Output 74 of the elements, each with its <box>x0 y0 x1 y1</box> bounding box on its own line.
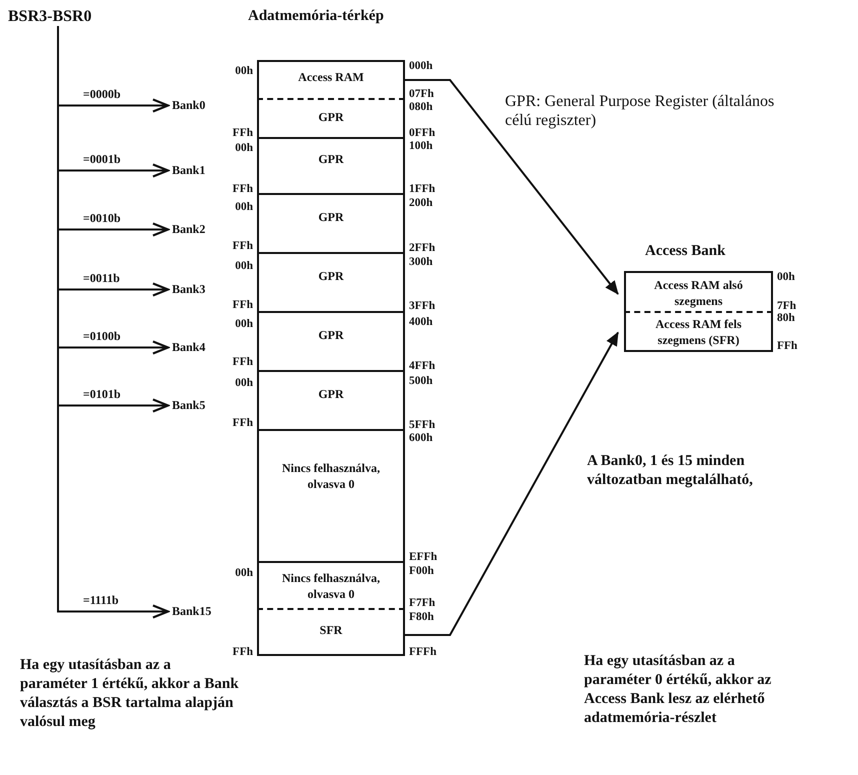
address-label: 600h <box>409 432 433 444</box>
arrow <box>57 26 170 619</box>
bank-label: Bank4 <box>172 340 206 355</box>
address-label: FFh <box>232 417 253 429</box>
edge-label: =0011b <box>82 270 121 286</box>
address-label: 400h <box>409 316 433 328</box>
address-label: FFh <box>777 340 798 352</box>
address-label: F80h <box>409 611 434 623</box>
arrow <box>405 332 619 636</box>
bank-label: Bank2 <box>172 222 206 237</box>
address-label: 080h <box>409 101 433 113</box>
address-label: 000h <box>409 60 433 72</box>
memory-segment: GPR <box>257 100 405 139</box>
box-heading: Access Bank <box>645 243 726 260</box>
bank-label: Bank3 <box>172 282 206 297</box>
address-label: FFh <box>232 299 253 311</box>
bank-label: Bank15 <box>172 604 212 619</box>
address-label: 100h <box>409 140 433 152</box>
address-label: FFh <box>232 646 253 658</box>
memory-segment: Nincs felhasználva, olvasva 0 <box>257 563 405 610</box>
note-text: A Bank0, 1 és 15 minden változatban megtalálható, <box>587 452 754 490</box>
memory-segment: GPR <box>257 313 405 372</box>
bus-label: BSR3-BSR0 <box>8 8 92 26</box>
bank-label: Bank1 <box>172 163 206 178</box>
note-text: GPR: General Purpose Register (általános célú regiszter) <box>505 92 775 130</box>
address-label: 80h <box>777 312 795 324</box>
edge-label: =0010b <box>82 210 122 226</box>
edge-label: =0100b <box>82 328 122 344</box>
note-text: Ha egy utasításban az a paraméter 0 értékű, akkor az Access Bank lesz az elérhető adatmemória-részlet <box>584 652 772 728</box>
address-label: 00h <box>235 201 253 213</box>
address-label: 200h <box>409 197 433 209</box>
address-label: 00h <box>235 318 253 330</box>
memory-segment: GPR <box>257 139 405 195</box>
address-label: 4FFh <box>409 360 436 372</box>
memory-segment: GPR <box>257 372 405 431</box>
memory-segment: Access RAM fels szegmens (SFR) <box>624 313 773 352</box>
box-heading: Adatmemória-térkép <box>248 8 384 25</box>
address-label: 7Fh <box>777 300 796 312</box>
address-label: 00h <box>235 142 253 154</box>
address-label: 00h <box>235 260 253 272</box>
address-label: 3FFh <box>409 300 436 312</box>
address-label: 500h <box>409 375 433 387</box>
address-label: FFh <box>232 356 253 368</box>
bank-label: Bank0 <box>172 98 206 113</box>
edge-label: =1111b <box>82 592 120 608</box>
memory-segment: SFR <box>257 610 405 656</box>
memory-segment: Access RAM alsó szegmens <box>624 271 773 313</box>
address-label: 07Fh <box>409 88 434 100</box>
address-label: FFh <box>232 240 253 252</box>
arrow <box>405 79 619 295</box>
memory-segment: Nincs felhasználva, olvasva 0 <box>257 431 405 563</box>
address-label: 300h <box>409 256 433 268</box>
address-label: 00h <box>235 377 253 389</box>
address-label: FFh <box>232 183 253 195</box>
address-label: FFh <box>232 127 253 139</box>
address-label: FFFh <box>409 646 436 658</box>
address-label: 00h <box>235 65 253 77</box>
address-label: 2FFh <box>409 242 436 254</box>
address-label: 1FFh <box>409 183 436 195</box>
edge-label: =0000b <box>82 86 122 102</box>
note-text: Ha egy utasításban az a paraméter 1 értékű, akkor a Bank választás a BSR tartalma alapján valósul meg <box>20 656 240 732</box>
address-label: EFFh <box>409 551 438 563</box>
address-label: 5FFh <box>409 419 436 431</box>
address-label: F7Fh <box>409 597 436 609</box>
memory-segment: GPR <box>257 195 405 254</box>
address-label: 00h <box>235 567 253 579</box>
bank-label: Bank5 <box>172 398 206 413</box>
address-label: F00h <box>409 565 434 577</box>
edge-label: =0001b <box>82 152 122 166</box>
memory-segment: GPR <box>257 254 405 313</box>
address-label: 00h <box>777 271 795 283</box>
edge-label: =0101b <box>82 386 122 402</box>
memory-segment: Access RAM <box>257 60 405 100</box>
address-label: 0FFh <box>409 127 436 139</box>
